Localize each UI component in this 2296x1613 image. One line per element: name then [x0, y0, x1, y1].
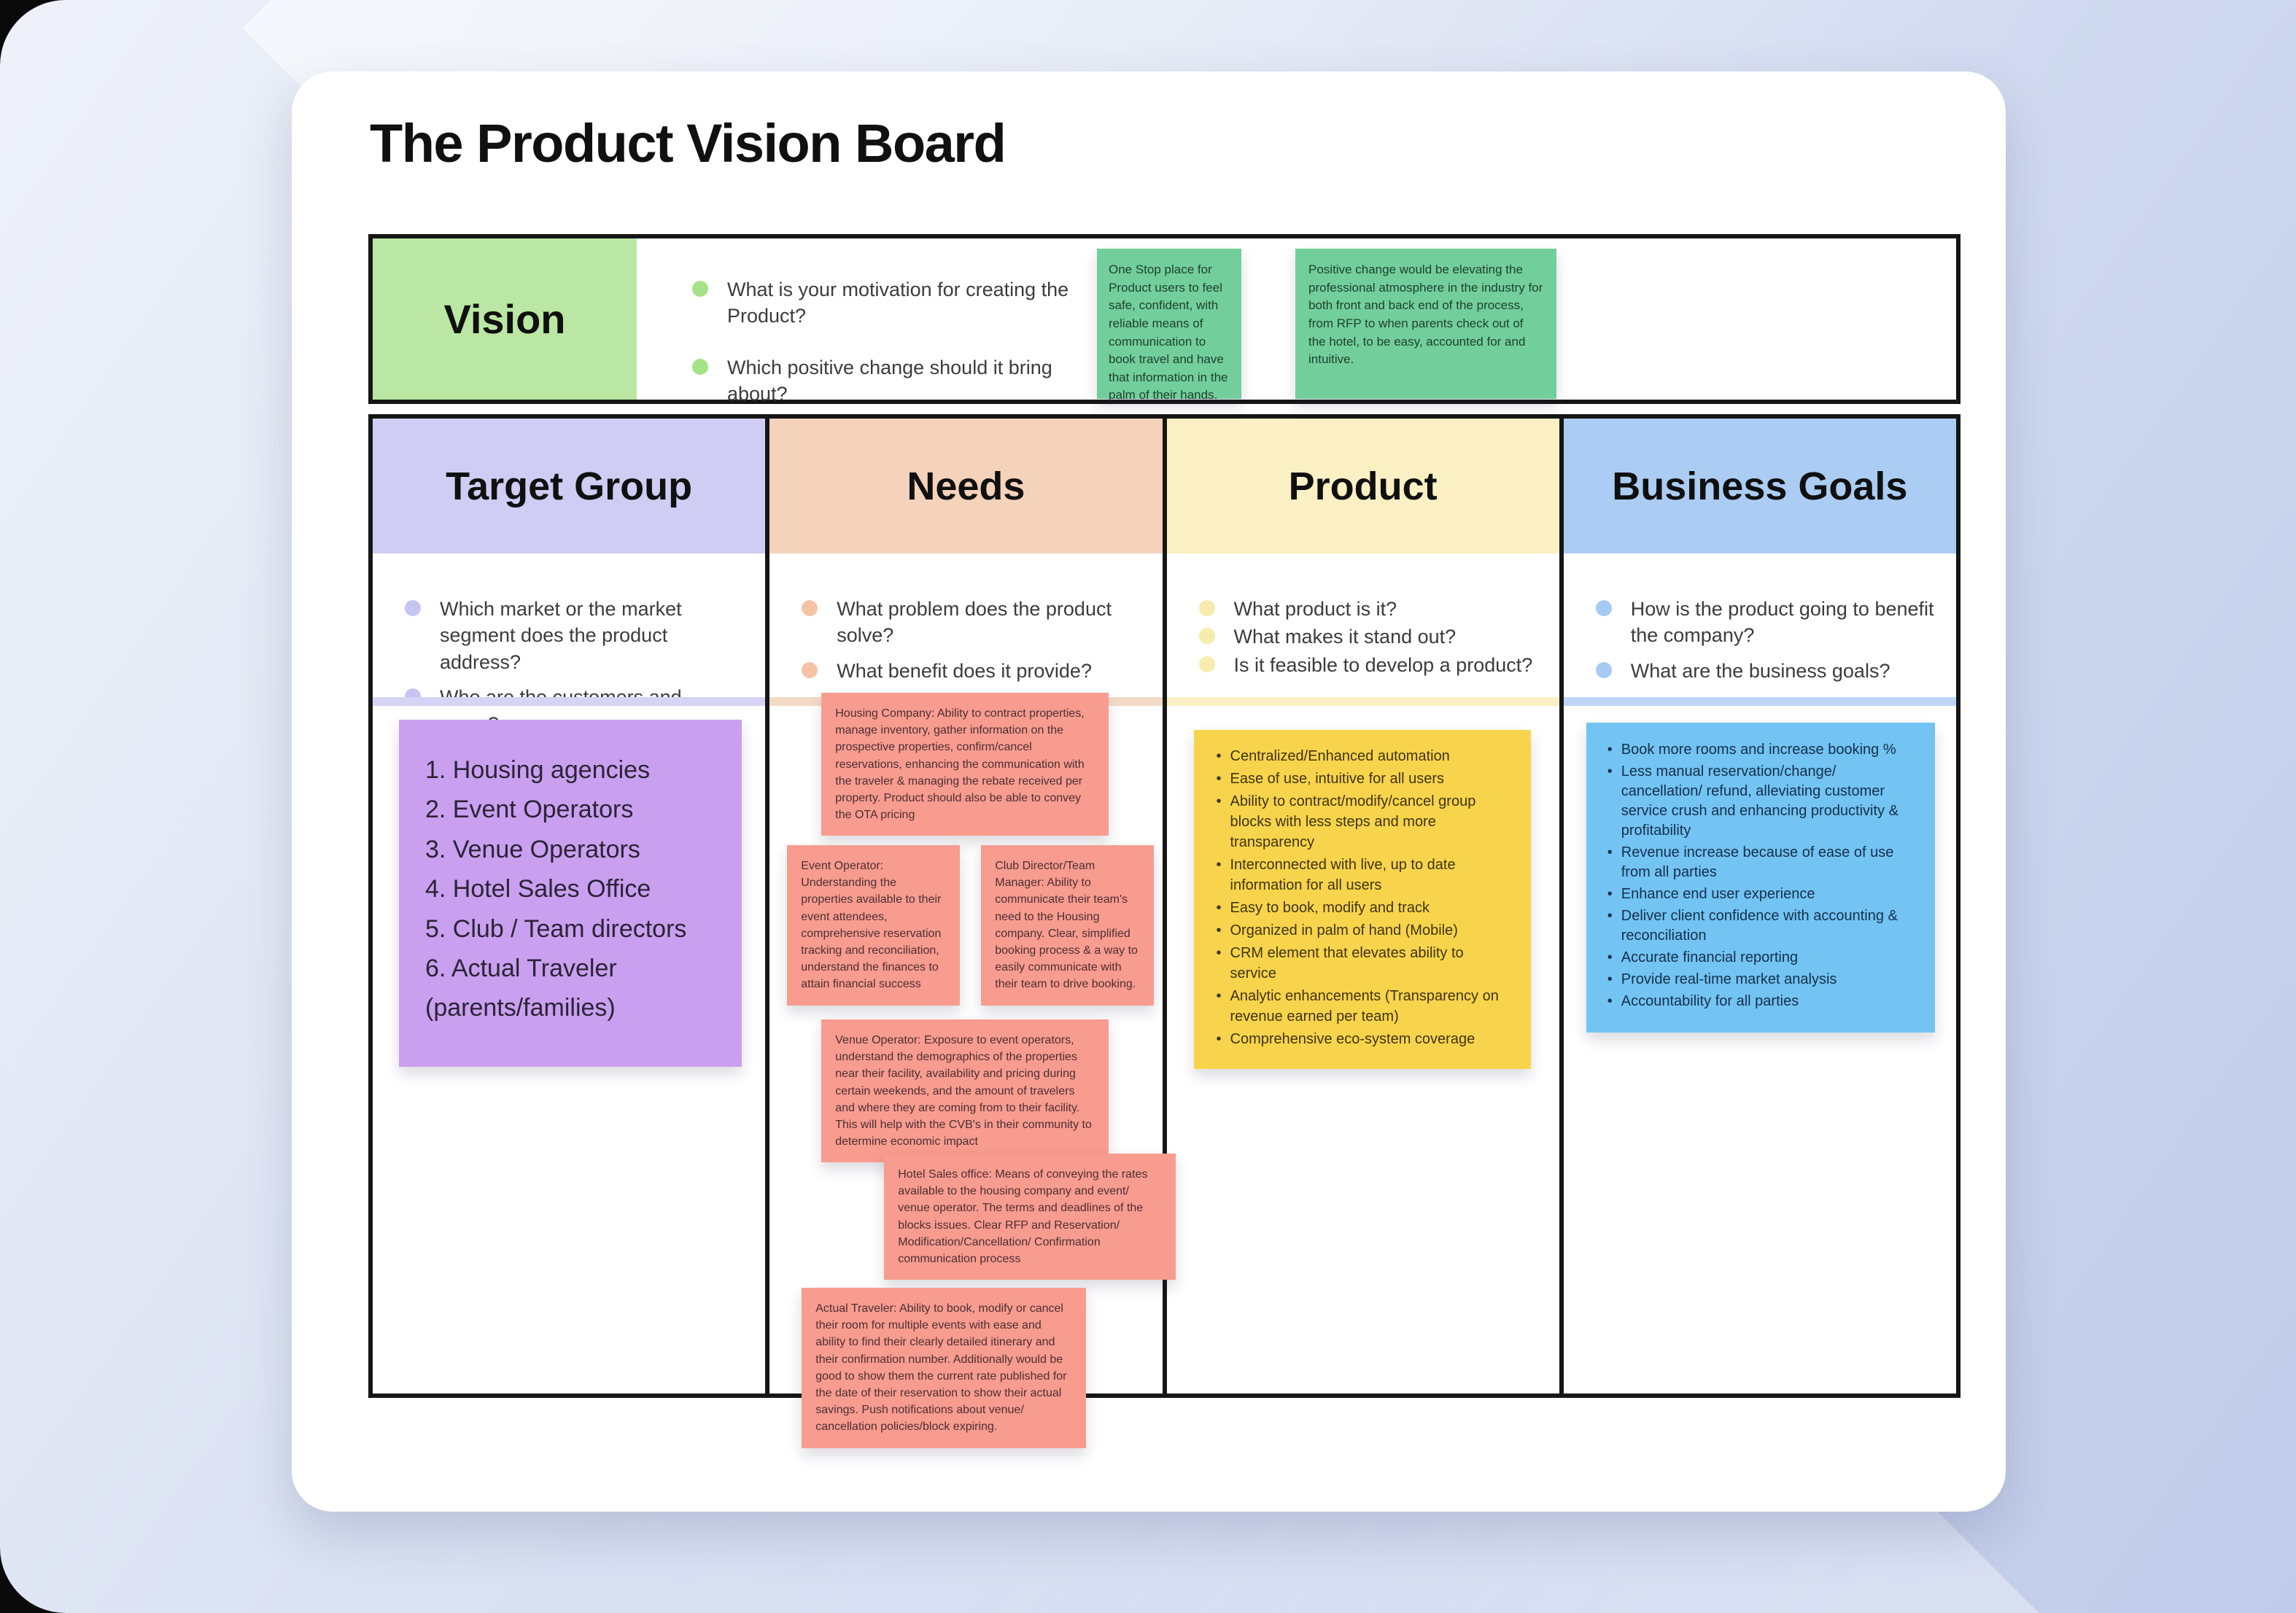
business-goal-item: Deliver client confidence with accountin…	[1601, 906, 1917, 946]
purple-bullet-dot-icon	[405, 600, 421, 616]
business-goal-item: Book more rooms and increase booking %	[1601, 740, 1917, 760]
sticky-note-hotel-sales-office[interactable]: Hotel Sales office: Means of conveying t…	[884, 1154, 1176, 1280]
target-list-item: 2. Event Operators	[425, 796, 634, 824]
green-bullet-dot-icon	[692, 281, 708, 297]
yellow-bullet-dot-icon	[1198, 628, 1215, 645]
column-product: Product What product is it? What makes i…	[1166, 419, 1559, 1394]
product-feature-item: Ability to contract/modify/cancel group …	[1210, 791, 1512, 852]
product-feature-item: Organized in palm of hand (Mobile)	[1210, 920, 1512, 941]
blue-bullet-dot-icon	[1595, 661, 1612, 678]
product-feature-item: Interconnected with live, up to date inf…	[1210, 855, 1512, 895]
product-feature-item: Analytic enhancements (Transparency on r…	[1210, 986, 1512, 1027]
product-header: Product	[1166, 419, 1559, 553]
business-goal-item: Enhance end user experience	[1601, 885, 1917, 904]
business-goals-header: Business Goals	[1563, 419, 1956, 553]
business-goal-item: Accountability for all parties	[1601, 992, 1917, 1011]
board-columns: Target Group Which market or the market …	[368, 414, 1960, 1448]
yellow-bullet-dot-icon	[1198, 656, 1215, 672]
sticky-note-venue-operator[interactable]: Venue Operator: Exposure to event operat…	[821, 1019, 1109, 1163]
product-feature-item: CRM element that elevates ability to ser…	[1210, 943, 1512, 984]
page-title: The Product Vision Board	[370, 113, 1007, 174]
vision-question: Which positive change should it bring ab…	[692, 354, 1115, 408]
green-bullet-dot-icon	[692, 358, 708, 375]
question: What benefit does it provide?	[802, 658, 1141, 684]
business-goal-item: Less manual reservation/change/ cancella…	[1601, 762, 1917, 841]
product-feature-item: Comprehensive eco-system coverage	[1210, 1029, 1512, 1049]
target-group-header: Target Group	[373, 419, 766, 553]
peach-bullet-dot-icon	[802, 661, 818, 678]
product-feature-item: Easy to book, modify and track	[1210, 898, 1512, 918]
target-list-item: 1. Housing agencies	[425, 756, 651, 784]
business-goals-divider	[1563, 697, 1956, 706]
peach-bullet-dot-icon	[802, 600, 818, 616]
question: What problem does the product solve?	[802, 596, 1141, 649]
question: Is it feasible to develop a product?	[1198, 652, 1539, 678]
business-goal-item: Accurate financial reporting	[1601, 948, 1917, 968]
question: How is the product going to benefit the …	[1595, 596, 1936, 649]
sticky-note-business-goals[interactable]: Book more rooms and increase booking % L…	[1586, 723, 1935, 1033]
business-goal-item: Revenue increase because of ease of use …	[1601, 843, 1917, 882]
question: What makes it stand out?	[1198, 623, 1539, 650]
column-needs: Needs What problem does the product solv…	[769, 419, 1176, 1448]
sticky-note-event-operator[interactable]: Event Operator: Understanding the proper…	[787, 845, 961, 1006]
sticky-note-target-group[interactable]: 1. Housing agencies 2. Event Operators 3…	[399, 720, 742, 1067]
sticky-note-club-director[interactable]: Club Director/Team Manager: Ability to c…	[981, 845, 1155, 1006]
vision-header-cell: Vision	[373, 238, 637, 400]
sticky-note-housing-company[interactable]: Housing Company: Ability to contract pro…	[821, 693, 1109, 836]
sticky-note-actual-traveler[interactable]: Actual Traveler: Ability to book, modify…	[802, 1288, 1087, 1448]
needs-questions: What problem does the product solve? Wha…	[769, 553, 1162, 684]
needs-header: Needs	[769, 419, 1163, 553]
target-group-divider	[373, 697, 766, 706]
question: Which market or the market segment does …	[405, 596, 745, 675]
vision-section: Vision What is your motivation for creat…	[368, 234, 1960, 405]
product-feature-item: Ease of use, intuitive for all users	[1210, 769, 1512, 789]
sticky-note-vision-1[interactable]: One Stop place for Product users to feel…	[1097, 249, 1241, 402]
business-goals-questions: How is the product going to benefit the …	[1564, 553, 1956, 684]
target-list-item: 6. Actual Traveler (parents/families)	[425, 954, 617, 1022]
vision-questions: What is your motivation for creating the…	[692, 276, 1115, 432]
sticky-note-product-features[interactable]: Centralized/Enhanced automation Ease of …	[1193, 730, 1531, 1069]
product-feature-item: Centralized/Enhanced automation	[1210, 746, 1512, 766]
sticky-note-vision-2[interactable]: Positive change would be elevating the p…	[1295, 249, 1556, 399]
vision-question: What is your motivation for creating the…	[692, 276, 1115, 330]
blue-bullet-dot-icon	[1595, 600, 1612, 616]
target-list-item: 5. Club / Team directors	[425, 914, 687, 943]
product-divider	[1166, 697, 1559, 706]
yellow-bullet-dot-icon	[1198, 600, 1215, 616]
question: What are the business goals?	[1595, 658, 1936, 684]
column-target-group: Target Group Which market or the market …	[373, 419, 766, 1394]
product-questions: What product is it? What makes it stand …	[1167, 553, 1559, 678]
business-goal-item: Provide real-time market analysis	[1601, 970, 1917, 990]
target-group-questions: Which market or the market segment does …	[373, 553, 765, 737]
target-list-item: 4. Hotel Sales Office	[425, 875, 651, 903]
target-list-item: 3. Venue Operators	[425, 835, 640, 863]
question: What product is it?	[1198, 596, 1539, 622]
column-business-goals: Business Goals How is the product going …	[1563, 419, 1956, 1394]
board-card: The Product Vision Board Vision What is …	[292, 71, 2006, 1512]
